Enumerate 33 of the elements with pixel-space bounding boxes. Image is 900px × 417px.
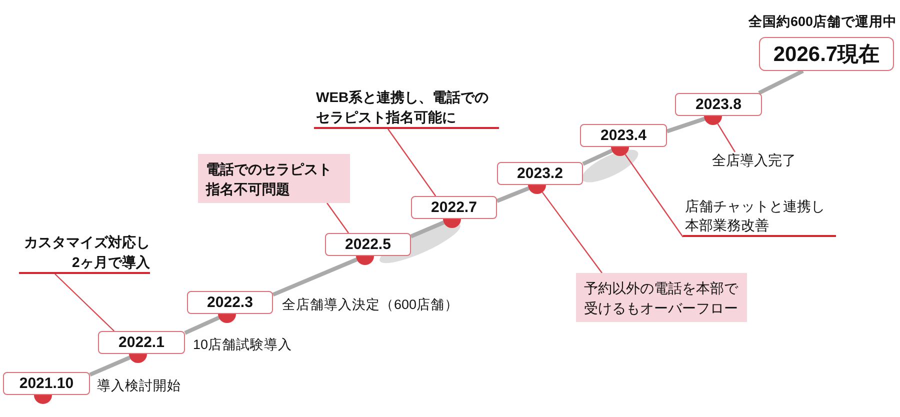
underlined-note: カスタマイズ対応し2ヶ月で導入 (19, 232, 150, 274)
timeline-line (272, 258, 358, 297)
milestone-box: 2022.1 (98, 331, 185, 354)
timeline-line (184, 316, 220, 335)
milestone-box: 2026.7現在 (759, 37, 894, 71)
note-box: 予約以外の電話を本部で受けるもオーバーフロー (576, 273, 747, 322)
leader-line (326, 202, 349, 234)
milestone-box: 2022.5 (325, 233, 411, 256)
milestone-box: 2023.2 (497, 162, 583, 185)
timeline-line (410, 220, 444, 238)
leader-line (542, 192, 602, 274)
underlined-note: 店舗チャットと連携し本部業務改善 (683, 197, 836, 237)
note-text: 全店導入完了 (712, 152, 796, 170)
status-heading: 全国約600店舗で運用中 (748, 13, 897, 31)
note-box: 電話でのセラピスト指名不可問題 (198, 154, 350, 203)
milestone-caption: 10店舗試験導入 (193, 336, 292, 354)
milestone-caption: 全店舗導入決定（600店舗） (282, 296, 459, 314)
milestone-caption: 導入検討開始 (97, 377, 181, 395)
leader-line (388, 128, 436, 196)
timeline-line (582, 148, 613, 166)
timeline-line (496, 186, 530, 203)
milestone-box: 2022.7 (411, 196, 497, 219)
milestone-box: 2021.10 (3, 372, 90, 395)
timeline-line (89, 356, 130, 377)
milestone-box: 2022.3 (187, 291, 273, 314)
milestone-box: 2023.8 (675, 93, 762, 116)
leader-line (717, 123, 736, 152)
timeline-line (666, 116, 706, 134)
milestone-box: 2023.4 (580, 124, 667, 147)
leader-line (54, 274, 115, 332)
underlined-note: WEB系と連携し、電話でのセラピスト指名可能に (314, 87, 499, 129)
leader-line (624, 154, 684, 238)
timeline-line (758, 69, 804, 95)
